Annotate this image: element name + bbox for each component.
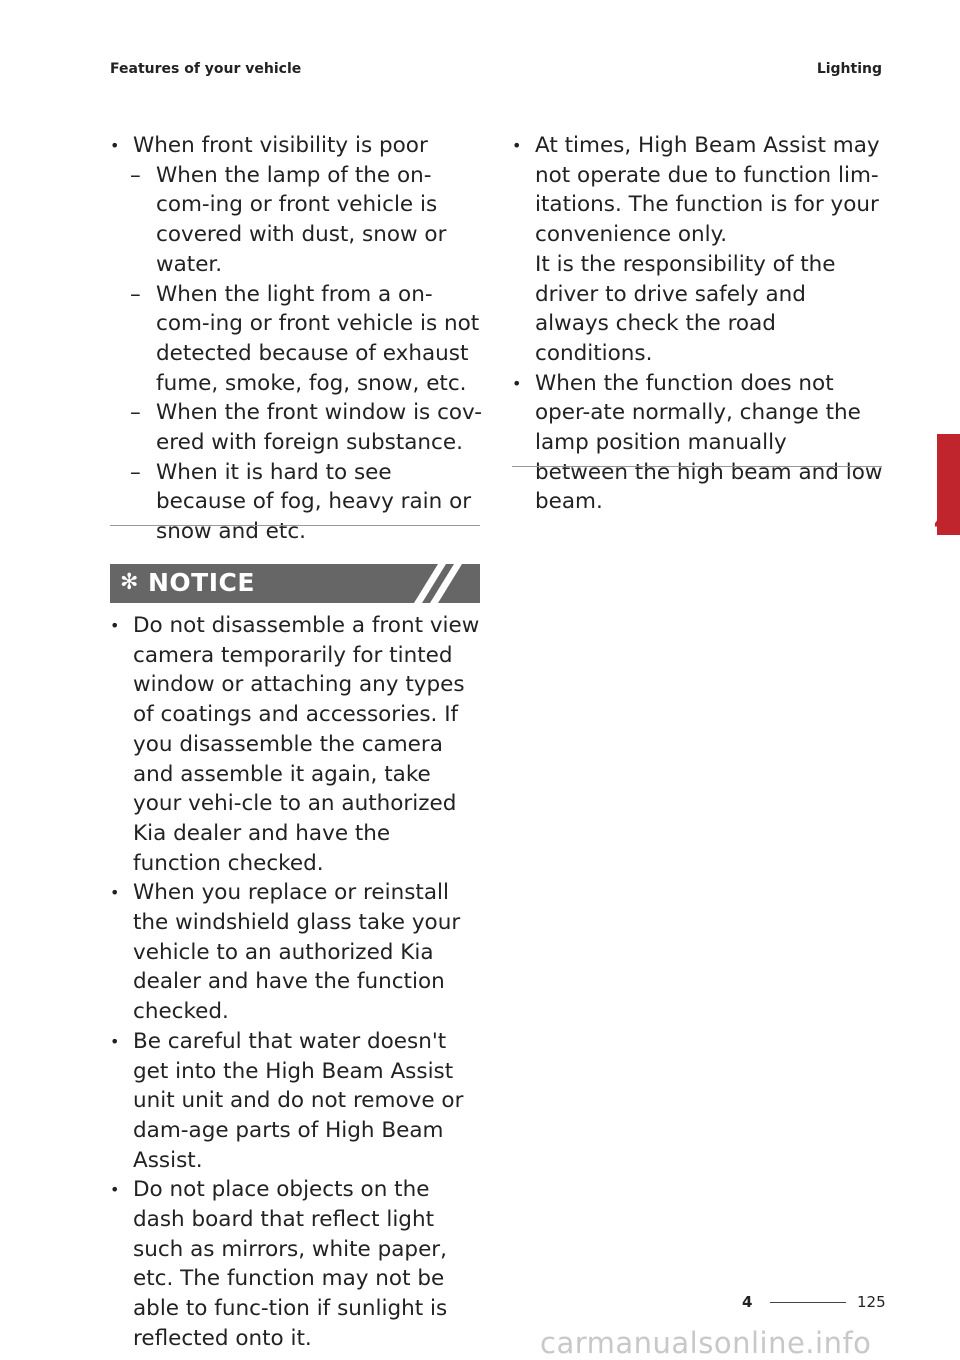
list-item: When the function does not oper-ate norm… <box>512 369 884 518</box>
running-header-section: Features of your vehicle <box>110 61 302 77</box>
notice-title: NOTICE <box>148 568 255 597</box>
list-item: Be careful that water doesn't get into t… <box>110 1027 482 1176</box>
right-column: At times, High Beam Assist may not opera… <box>512 131 884 517</box>
list-item: At times, High Beam Assist may not opera… <box>512 131 884 369</box>
list-item: Do not place objects on the dash board t… <box>110 1175 482 1353</box>
chapter-tab <box>937 434 960 535</box>
divider <box>110 525 480 526</box>
divider <box>512 466 882 467</box>
watermark: carmanualsonline.info <box>540 1326 872 1360</box>
sub-list-item: When the lamp of the on-com-ing or front… <box>110 161 482 280</box>
list-item: When front visibility is poor <box>110 131 482 161</box>
list-item-note: It is the responsibility of the driver t… <box>535 251 836 366</box>
list-item: When you replace or reinstall the windsh… <box>110 878 482 1027</box>
chapter-tab-number: 4 <box>934 512 948 534</box>
notice-banner: ✻ NOTICE <box>110 564 480 603</box>
list-item-text: At times, High Beam Assist may not opera… <box>535 133 880 248</box>
sub-list-item: When it is hard to see because of fog, h… <box>110 458 482 547</box>
list-item: Do not disassemble a front view camera t… <box>110 611 482 878</box>
sub-list-item: When the front window is cov-ered with f… <box>110 398 482 457</box>
footer-divider <box>770 1302 846 1303</box>
list-item-text: When the function does not oper-ate norm… <box>535 370 883 515</box>
slash-stripes-icon <box>414 564 480 603</box>
footer-chapter: 4 <box>742 1293 753 1311</box>
sub-list-item: When the light from a on-com-ing or fron… <box>110 280 482 399</box>
asterisk-icon: ✻ <box>120 570 139 595</box>
left-column: When front visibility is poor When the l… <box>110 131 482 547</box>
page-number: 125 <box>857 1293 886 1311</box>
running-header-topic: Lighting <box>816 61 882 77</box>
notice-list: Do not disassemble a front view camera t… <box>110 611 482 1354</box>
